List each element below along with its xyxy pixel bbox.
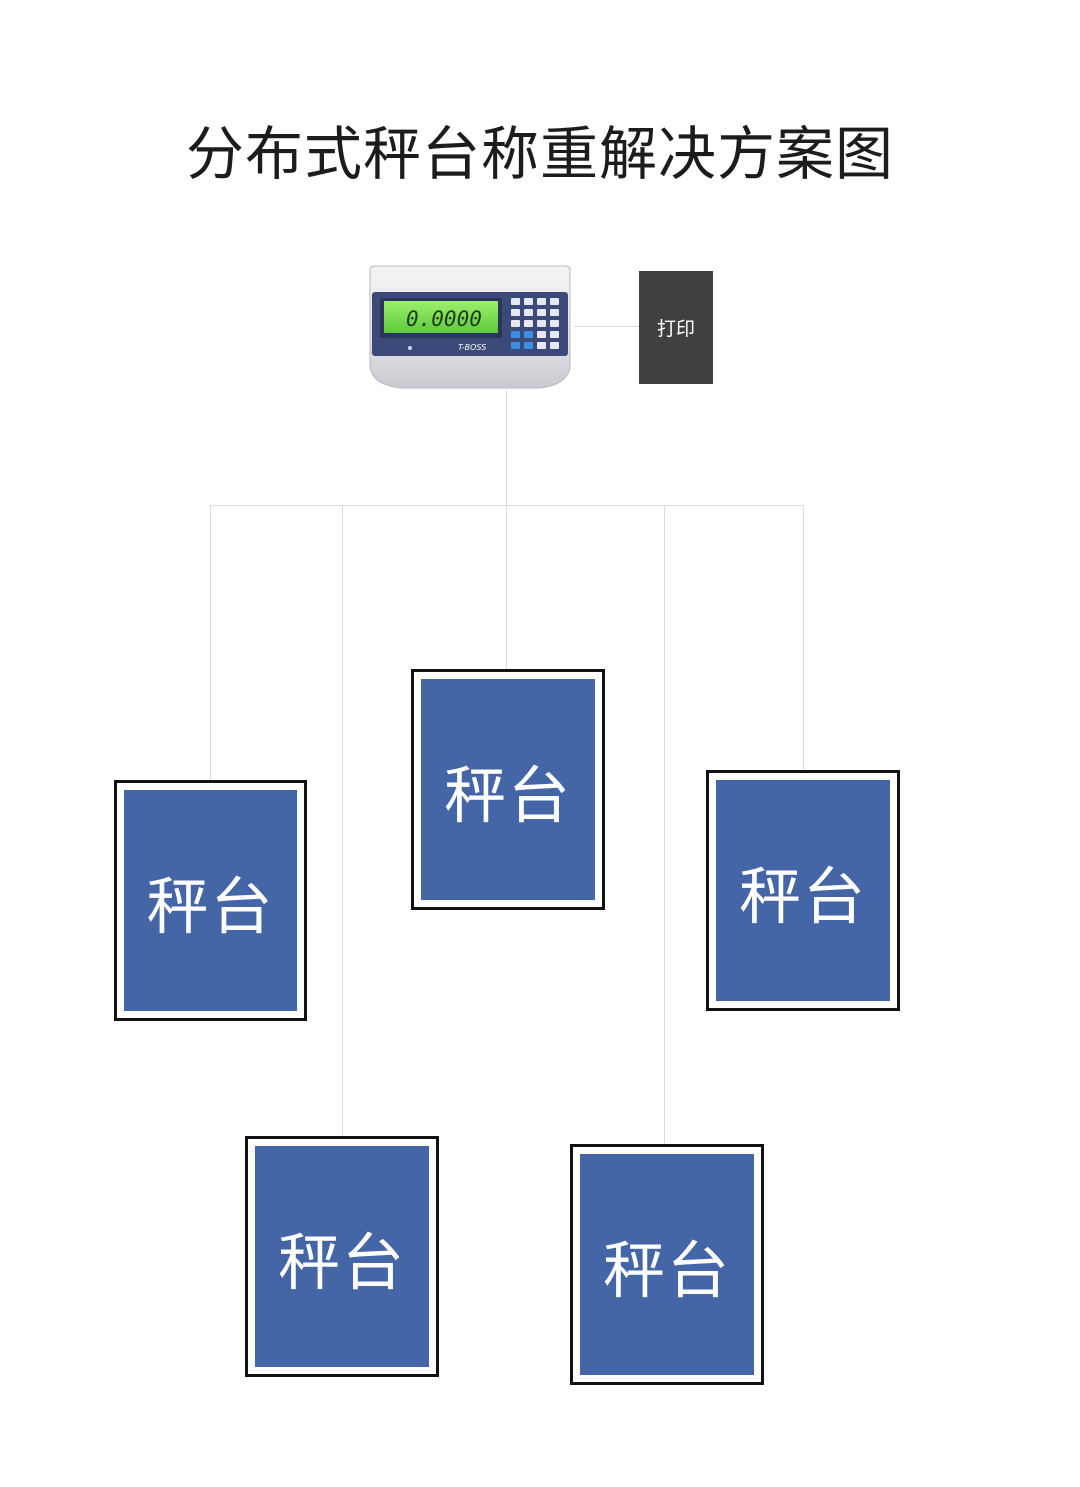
indicator-brand: T-BOSS (458, 343, 486, 352)
printer-box: 打印 (639, 271, 713, 384)
platform-4: 秤台 (245, 1136, 439, 1377)
connector-indicator-printer (574, 326, 639, 327)
printer-label: 打印 (656, 318, 695, 340)
connector-indicator-down (506, 390, 507, 506)
connector-platform-2 (506, 505, 507, 671)
connector-platform-1 (210, 505, 211, 781)
connector-platform-4 (342, 505, 343, 1138)
platform-label: 秤台 (124, 790, 297, 1011)
connector-bus (210, 505, 804, 506)
connector-platform-3 (803, 505, 804, 772)
platform-2: 秤台 (411, 669, 605, 910)
weighing-indicator: 0.0000 T-BOSS (366, 264, 574, 390)
connector-platform-5 (664, 505, 665, 1146)
platform-label: 秤台 (255, 1146, 429, 1367)
platform-3: 秤台 (706, 770, 900, 1011)
indicator-display-reading: 0.0000 (406, 307, 482, 331)
platform-label: 秤台 (421, 679, 595, 900)
weighing-indicator-icon: 0.0000 T-BOSS (369, 265, 571, 389)
platform-label: 秤台 (580, 1154, 754, 1375)
platform-5: 秤台 (570, 1144, 764, 1385)
diagram-title: 分布式秤台称重解决方案图 (185, 120, 894, 188)
platform-1: 秤台 (114, 780, 307, 1021)
platform-label: 秤台 (716, 780, 890, 1001)
